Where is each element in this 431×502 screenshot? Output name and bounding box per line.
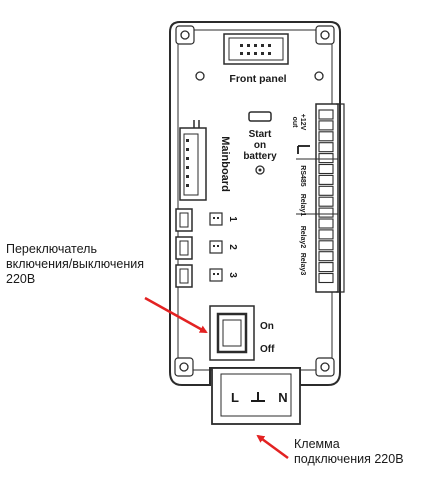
- mainboard-label: Mainboard: [219, 136, 231, 192]
- terminal-label-relay2: Relay2: [299, 226, 306, 249]
- terminal-cell: [318, 207, 334, 218]
- start-battery-label-1: Start: [249, 129, 272, 140]
- power-switch: [209, 305, 255, 361]
- terminal-label-relay3: Relay3: [299, 253, 306, 276]
- terminal-cell: [318, 229, 334, 240]
- terminal-callout-line1: Клемма: [294, 437, 340, 451]
- right-terminal-cells: [318, 109, 334, 284]
- mainboard-connector: [179, 120, 207, 201]
- terminal-label-rs485: RS485: [299, 165, 306, 187]
- hole-icon: [314, 71, 324, 81]
- front-panel-label: Front panel: [229, 73, 286, 85]
- terminal-cell: [318, 174, 334, 185]
- terminal-cell: [318, 109, 334, 120]
- ground-symbol-icon: [297, 145, 310, 154]
- mounting-hole-top-left: [175, 25, 195, 45]
- on-label: On: [260, 321, 274, 332]
- relay-connector-2: [175, 236, 223, 260]
- relay-connector-3: [175, 264, 223, 288]
- terminal-cell: [318, 218, 334, 229]
- terminal-L-label: L: [231, 390, 239, 405]
- relay-number-2: 2: [227, 244, 238, 250]
- mounting-hole-bottom-right: [315, 357, 335, 377]
- terminal-cell: [318, 262, 334, 273]
- switch-arrow: [144, 296, 208, 334]
- terminal-cell: [318, 153, 334, 164]
- mounting-hole-bottom-left: [174, 357, 194, 377]
- terminal-cell: [318, 131, 334, 142]
- led-indicator-icon: [255, 165, 265, 175]
- terminal-label-out: out: [291, 117, 298, 129]
- terminal-cell: [318, 185, 334, 196]
- terminal-cell: [318, 272, 334, 284]
- start-battery-label-2: on: [254, 140, 266, 151]
- mounting-hole-top-right: [315, 25, 335, 45]
- terminal-callout-line2: подключения 220В: [294, 452, 404, 466]
- relay-number-1: 1: [227, 216, 238, 222]
- terminal-cell: [318, 120, 334, 131]
- power-terminal-block: [211, 367, 301, 425]
- terminal-cell: [318, 196, 334, 207]
- terminal-label-plus12v: +12V: [299, 114, 306, 131]
- ground-symbol-icon: [251, 392, 265, 402]
- switch-callout-label: Переключатель включения/выключения 220В: [6, 242, 144, 286]
- terminal-cell: [318, 240, 334, 251]
- start-battery-label-3: battery: [243, 151, 277, 162]
- hole-icon: [195, 71, 205, 81]
- terminal-label-relay1: Relay1: [299, 194, 306, 217]
- relay-number-3: 3: [227, 272, 238, 278]
- relay-connector-1: [175, 208, 223, 232]
- terminal-arrow: [256, 434, 289, 460]
- off-label: Off: [260, 344, 275, 355]
- terminal-cell: [318, 163, 334, 175]
- terminal-cell: [318, 142, 334, 153]
- start-on-battery-button: [248, 111, 272, 122]
- terminal-cell: [318, 251, 334, 262]
- terminal-N-label: N: [278, 390, 287, 405]
- front-panel-connector: [223, 33, 289, 65]
